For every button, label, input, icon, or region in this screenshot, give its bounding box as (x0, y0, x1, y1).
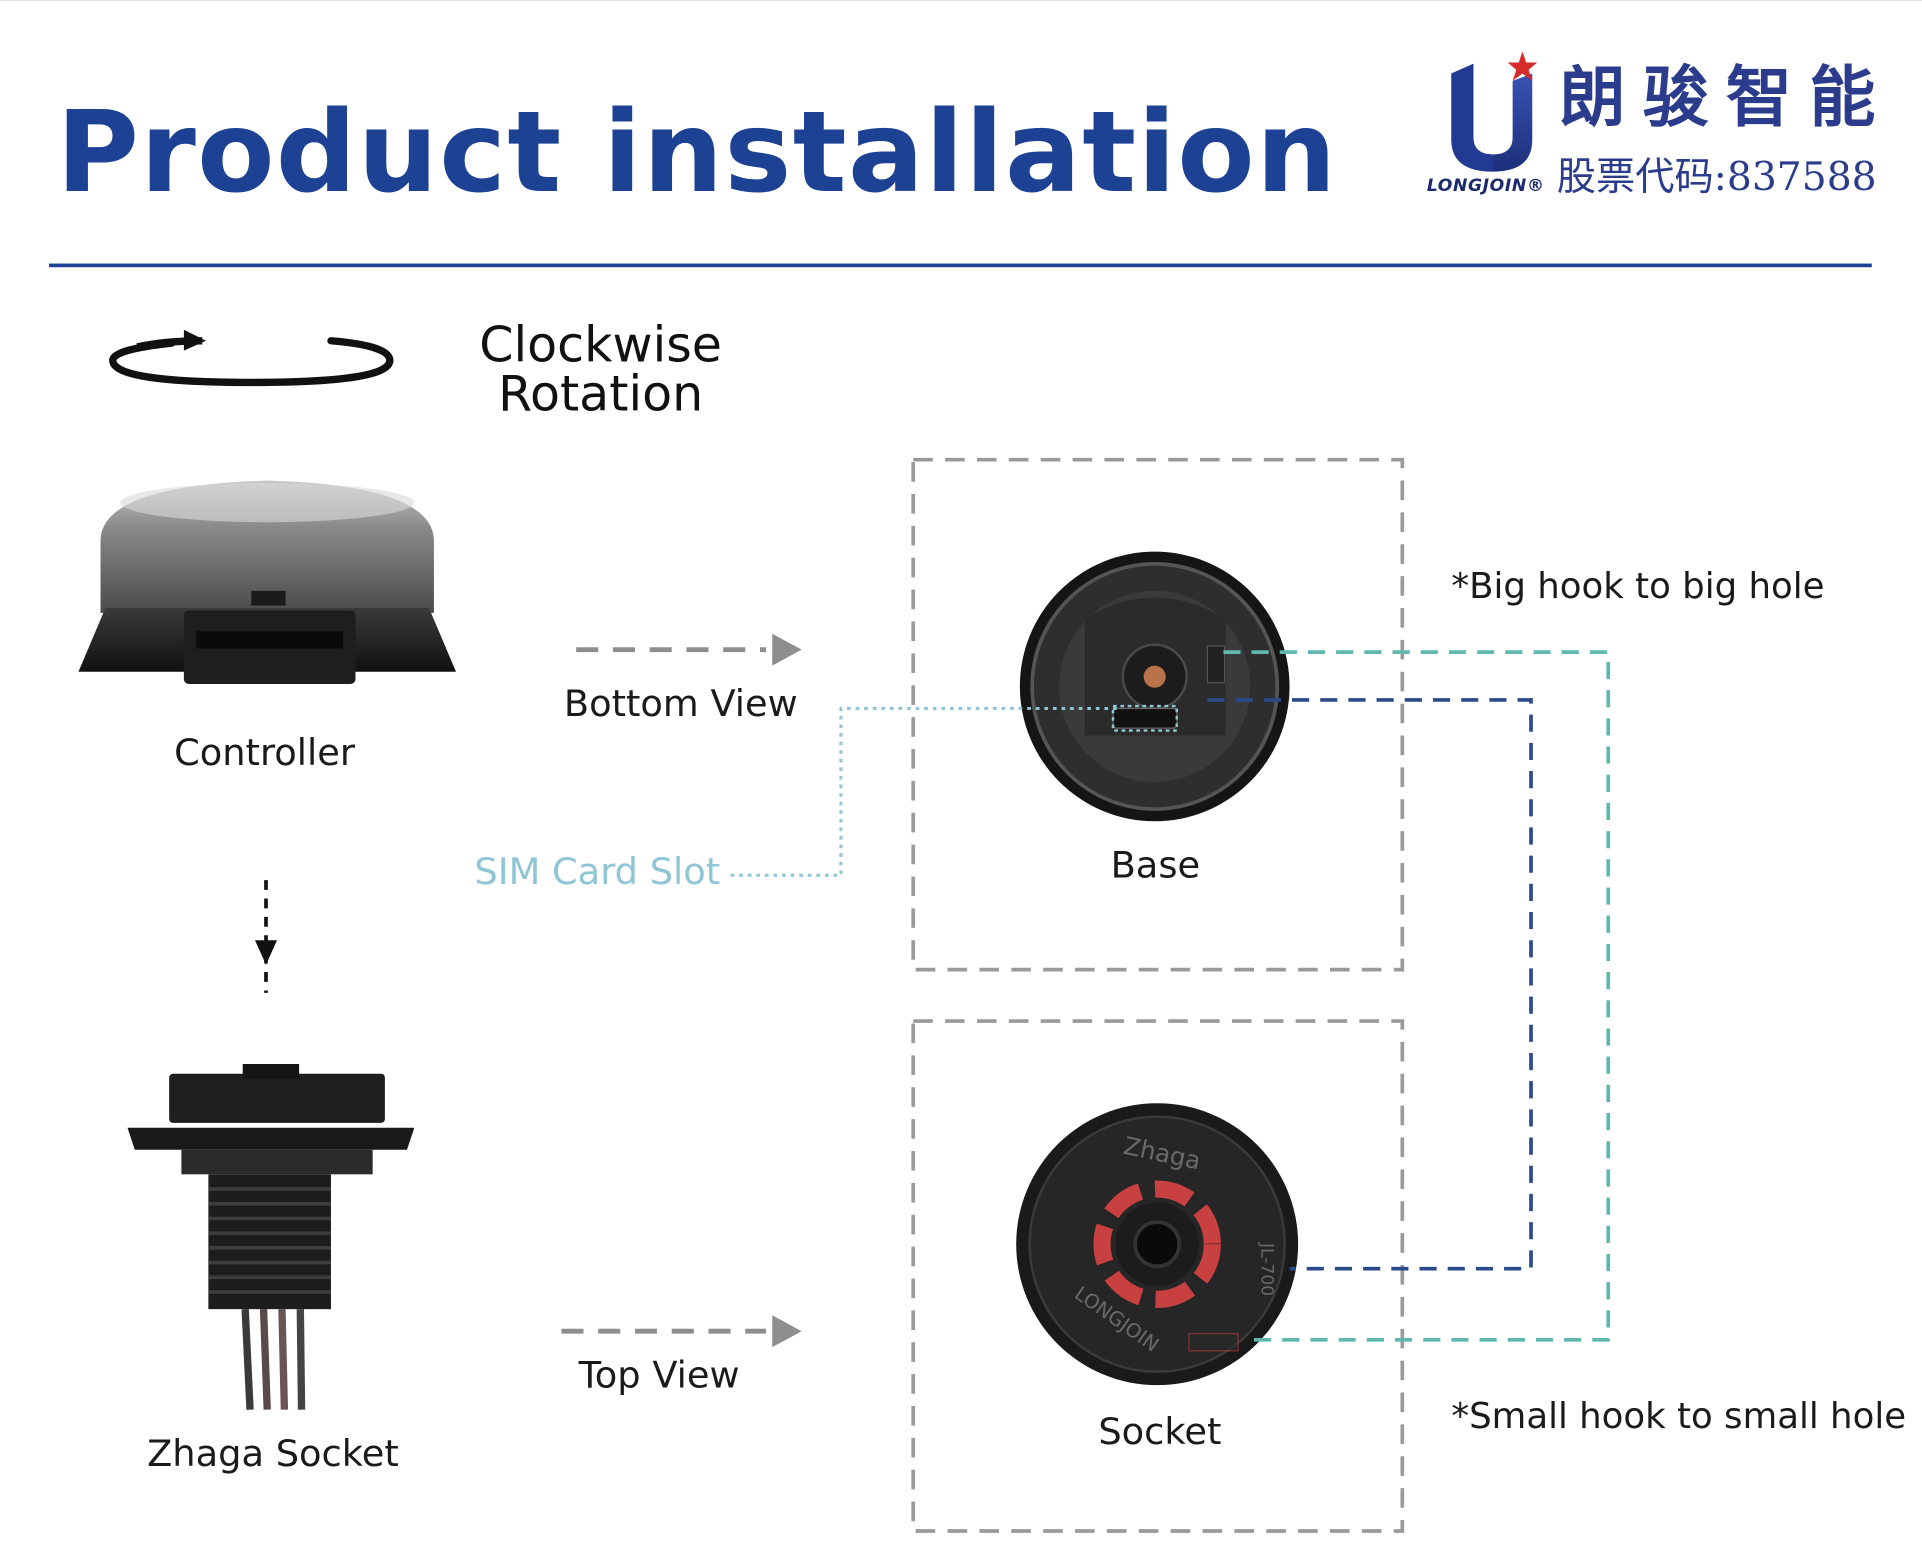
big-hook-connector (1223, 650, 1611, 1342)
socket-view-frame (911, 1019, 1405, 1533)
top-border (0, 0, 1922, 2)
longjoin-u-icon (1451, 51, 1538, 172)
page-title: Product installation (56, 87, 1338, 219)
socket-label: Socket (1098, 1410, 1222, 1454)
brand-name-en: LONGJOIN® (1426, 176, 1545, 197)
rotation-label-line1: Clockwise (479, 317, 722, 374)
controller-image (78, 480, 456, 684)
down-arrow-icon (254, 880, 278, 993)
stock-code: 股票代码:837588 (1556, 153, 1877, 200)
small-hook-connector (1207, 698, 1533, 1271)
sim-card-slot-label: SIM Card Slot (474, 850, 721, 894)
brand-logo: 朗骏智能 LONGJOIN® 股票代码:837588 (1422, 49, 1888, 208)
base-view-frame (911, 457, 1405, 972)
rotation-label-line2: Rotation (498, 366, 704, 423)
base-label: Base (1110, 844, 1201, 888)
socket-top-view-image: Zhaga LONGJOIN JL-700 (1016, 1103, 1299, 1386)
big-hook-note: *Big hook to big hole (1451, 565, 1825, 607)
zhaga-socket-label: Zhaga Socket (147, 1432, 399, 1476)
clockwise-rotation-icon (109, 329, 394, 387)
bottom-view-arrow (576, 633, 802, 666)
top-view-arrow (561, 1315, 802, 1348)
controller-label: Controller (174, 731, 355, 775)
brand-name-cn: 朗骏智能 (1559, 57, 1893, 137)
base-bottom-view-image (1019, 551, 1290, 822)
zhaga-socket-image (127, 1063, 415, 1410)
rotation-label: Clockwise Rotation (454, 321, 748, 419)
header-rule (49, 263, 1872, 268)
top-view-label: Top View (578, 1354, 740, 1398)
socket-model-marking: JL-700 (1256, 1242, 1276, 1296)
bottom-view-label: Bottom View (563, 682, 798, 726)
small-hook-note: *Small hook to small hole (1451, 1394, 1907, 1437)
